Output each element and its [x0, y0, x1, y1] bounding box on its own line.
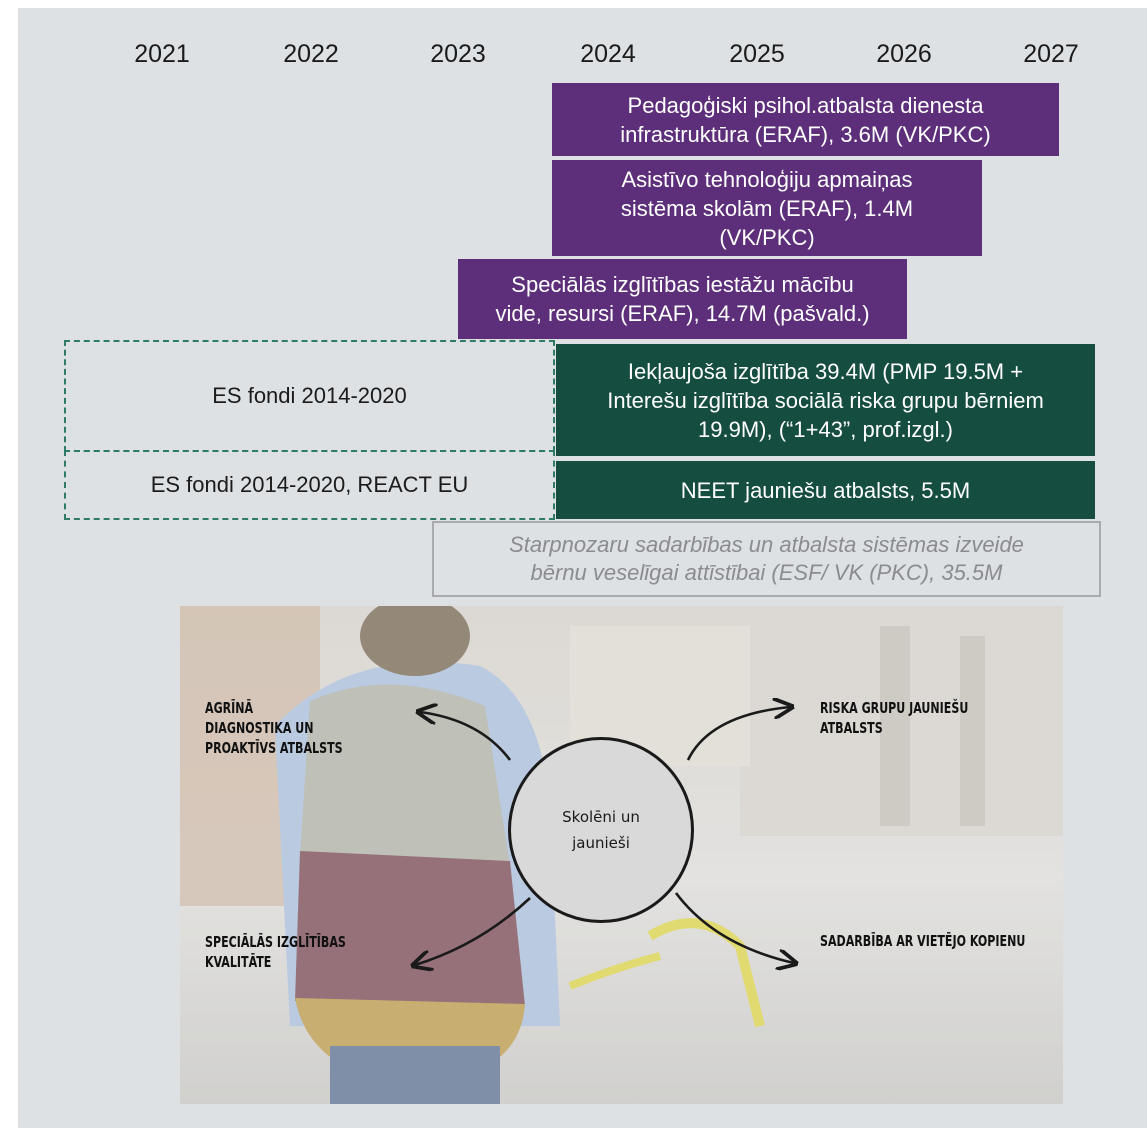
year-2022: 2022	[283, 40, 339, 68]
grey-box-starpnozaru: Starpnozaru sadarbības un atbalsta sistē…	[432, 521, 1101, 597]
bar-pedagogiski-atbalsts: Pedagoģiski psihol.atbalsta dienesta inf…	[552, 83, 1059, 156]
year-2023: 2023	[430, 40, 486, 68]
bar-neet-atbalsts: NEET jauniešu atbalsts, 5.5M	[556, 461, 1095, 519]
label-riska-grupu: RISKA GRUPU JAUNIEŠU ATBALSTS	[820, 699, 969, 737]
year-2021: 2021	[134, 40, 190, 68]
photo-illustration	[180, 606, 1063, 1104]
year-2027: 2027	[1023, 40, 1079, 68]
background-photo	[180, 606, 1063, 1104]
label-specialas-kvalitate: SPECIĀLĀS IZGLĪTĪBAS KVALITĀTE	[205, 933, 346, 971]
label-sadarbiba-kopienu: SADARBĪBA AR VIETĒJO KOPIENU	[820, 932, 1026, 950]
arrow-bottom-left	[415, 897, 531, 965]
arrow-bottom-right	[674, 892, 794, 963]
dashed-box-es-fondi-react: ES fondi 2014-2020, REACT EU	[64, 450, 555, 520]
center-circle: Skolēni un jaunieši	[508, 737, 694, 923]
year-2024: 2024	[580, 40, 636, 68]
arrow-top-right	[686, 707, 790, 761]
year-2025: 2025	[729, 40, 785, 68]
bar-specialas-izglitibas-vide: Speciālās izglītības iestāžu mācību vide…	[458, 259, 907, 339]
year-2026: 2026	[876, 40, 932, 68]
label-agrina-diagnostika: AGRĪNĀ DIAGNOSTIKA UN PROAKTĪVS ATBALSTS	[205, 699, 343, 757]
bar-asistivo-tehnologiju: Asistīvo tehnoloģiju apmaiņas sistēma sk…	[552, 160, 982, 256]
bar-ieklaujosa-izglitiba: Iekļaujoša izglītība 39.4M (PMP 19.5M + …	[556, 344, 1095, 456]
arrow-top-left	[420, 712, 512, 761]
